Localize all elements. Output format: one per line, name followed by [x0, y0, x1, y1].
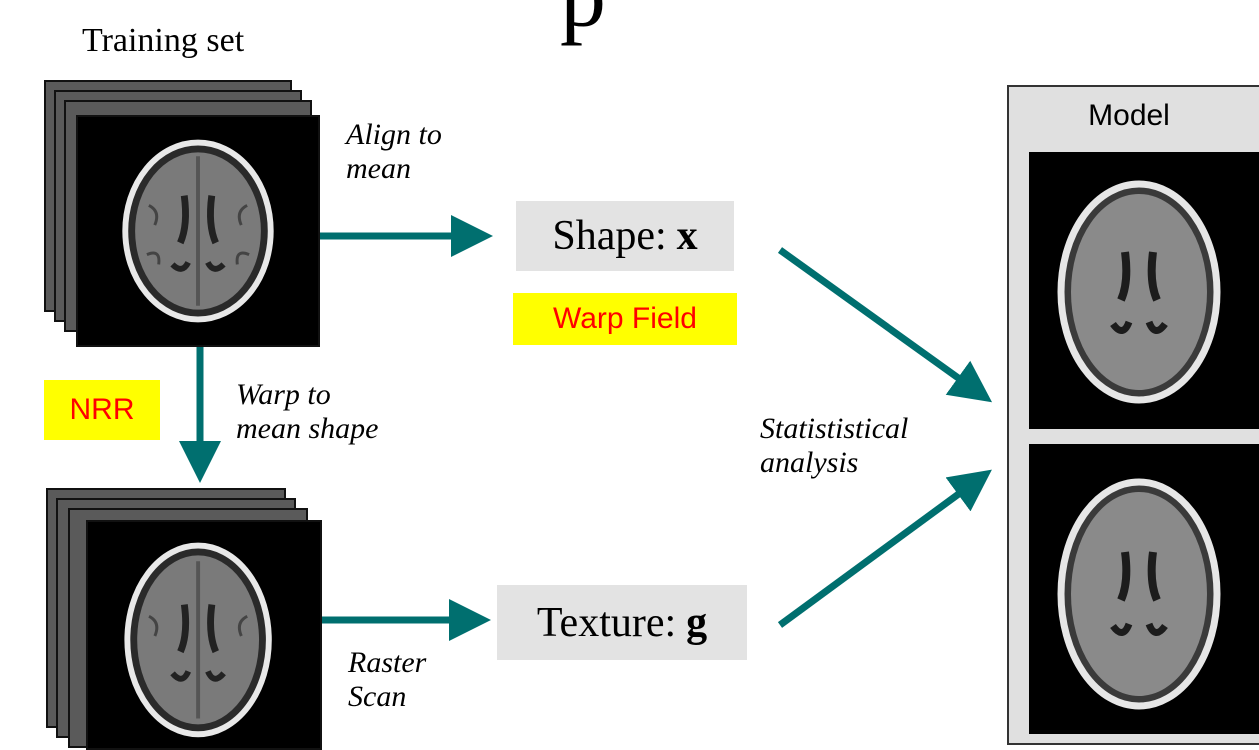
nrr-tag: NRR — [44, 380, 160, 440]
statistical-analysis-label: Statististical analysis — [760, 412, 909, 479]
texture-vector-box: Texture: g — [497, 585, 747, 660]
align-to-mean-label: Align to mean — [346, 118, 442, 185]
texture-to-model-arrow — [777, 469, 992, 628]
texture-variable: g — [686, 599, 708, 646]
brain-scan-icon — [124, 542, 272, 738]
shape-label: Shape: — [552, 213, 667, 259]
model-panel: Model — [1007, 85, 1259, 745]
brain-scan-image — [76, 115, 320, 347]
texture-label: Texture: — [536, 599, 677, 646]
shape-vector-box: Shape: x — [516, 201, 734, 271]
title-fragment: p — [560, 0, 606, 48]
shape-variable: x — [676, 213, 698, 259]
warp-to-mean-shape-label: Warp to mean shape — [236, 378, 379, 445]
flow-arrows — [179, 215, 993, 641]
warped-brain-scan-image — [86, 520, 322, 750]
model-mean-image — [1029, 152, 1259, 429]
brain-scan-icon — [122, 139, 274, 323]
training-set-label: Training set — [82, 22, 245, 59]
model-variation-image — [1029, 444, 1259, 734]
brain-scan-icon — [1057, 478, 1221, 710]
shape-to-model-arrow — [777, 247, 993, 403]
warp-field-tag: Warp Field — [513, 293, 737, 345]
brain-scan-icon — [1057, 180, 1221, 404]
raster-scan-label: Raster Scan — [348, 646, 427, 713]
model-title: Model — [1088, 99, 1170, 132]
